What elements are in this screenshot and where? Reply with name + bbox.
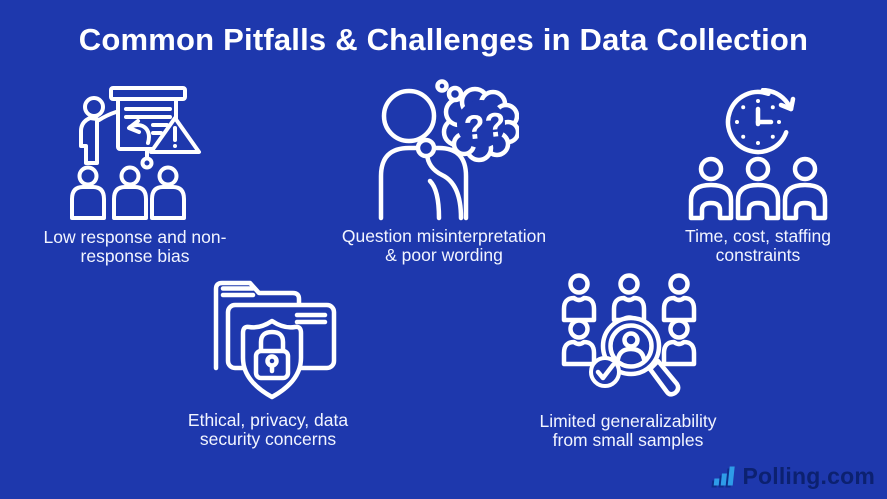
caption-question-misinterpretation: Question misinterpretation & poor wordin… xyxy=(342,227,546,265)
caption-line: response bias xyxy=(80,246,190,266)
caption-limited-generalizability: Limited generalizability from small samp… xyxy=(539,412,716,450)
caption-line: Question misinterpretation xyxy=(341,226,547,246)
caption-line: & poor wording xyxy=(385,245,503,265)
presentation-warning-icon xyxy=(65,84,205,224)
pitfall-item-question-misinterpretation: ?? Question misinterpretation & poor wor… xyxy=(329,78,559,265)
caption-line: constraints xyxy=(715,245,801,265)
bar-chart-logo-icon xyxy=(711,466,736,488)
caption-line: Ethical, privacy, data xyxy=(187,410,349,430)
caption-line: Low response and non- xyxy=(43,227,227,247)
pitfall-item-ethics-privacy-security: Ethical, privacy, data security concerns xyxy=(153,272,383,449)
brand-name: Polling.com xyxy=(742,463,875,489)
question-marks: ?? xyxy=(462,106,507,148)
pitfall-item-low-response-bias: Low response and non- response bias xyxy=(20,84,250,266)
brand-logo: Polling.com xyxy=(711,463,875,490)
caption-line: Limited generalizability xyxy=(539,411,717,431)
folder-shield-lock-icon xyxy=(196,272,341,407)
pitfall-item-time-cost-staffing: Time, cost, staffing constraints xyxy=(643,88,873,265)
caption-line: from small samples xyxy=(552,430,704,450)
caption-line: Time, cost, staffing xyxy=(685,226,831,246)
clock-people-icon xyxy=(678,88,838,223)
sample-magnifier-icon xyxy=(546,268,711,408)
thinking-question-icon: ?? xyxy=(369,78,519,223)
page-title: Common Pitfalls & Challenges in Data Col… xyxy=(78,22,809,57)
pitfall-item-limited-generalizability: Limited generalizability from small samp… xyxy=(513,268,743,450)
caption-time-cost-staffing: Time, cost, staffing constraints xyxy=(685,227,831,265)
caption-low-response-bias: Low response and non- response bias xyxy=(44,228,227,266)
caption-line: security concerns xyxy=(199,429,337,449)
caption-ethics-privacy-security: Ethical, privacy, data security concerns xyxy=(188,411,348,449)
